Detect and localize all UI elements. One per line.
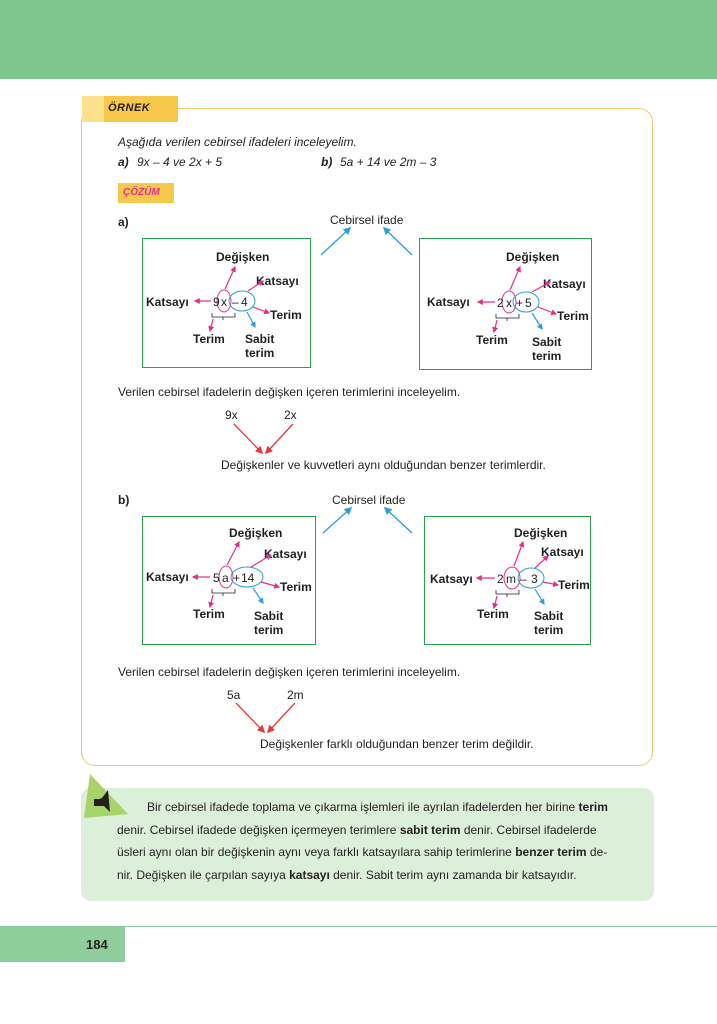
- info-line-3: üsleri aynı olan bir değişkenin aynı vey…: [117, 845, 608, 859]
- expr-variable: x: [221, 295, 227, 309]
- part-b-expressions: 5a + 14 ve 2m – 3: [340, 155, 437, 169]
- solution-b-merge-arrows: [235, 702, 296, 734]
- solution-a-label: a): [118, 215, 129, 229]
- label-variable: Değişken: [514, 526, 567, 540]
- solution-b-center-arrows: [322, 506, 413, 534]
- label-coefficient-left: Katsayı: [430, 572, 473, 586]
- label-term-right: Terim: [557, 309, 589, 323]
- page-number: 184: [86, 937, 108, 952]
- example-tag: ÖRNEK: [82, 96, 178, 122]
- expr-constant: 4: [241, 295, 248, 309]
- diagram-a-right-art: Değişken Katsayı Katsayı Terim Terim Sab…: [427, 250, 589, 363]
- solution-a-center-arrows: [320, 226, 413, 256]
- diagram-b-left-art: Değişken Katsayı Katsayı Terim Terim Sab…: [146, 526, 312, 637]
- solution-tag-label: ÇÖZÜM: [123, 187, 160, 198]
- expr-operator: +: [233, 571, 240, 585]
- example-tag-label: ÖRNEK: [108, 102, 151, 114]
- megaphone-icon: [84, 774, 128, 818]
- label-coefficient-left: Katsayı: [146, 570, 189, 584]
- example-tag-rule: [186, 108, 636, 109]
- label-term-bottom: Terim: [477, 607, 509, 621]
- diagram-b-left: Değişken Katsayı Katsayı Terim Terim Sab…: [142, 516, 316, 645]
- solution-a-inspect-text: Verilen cebirsel ifadelerin değişken içe…: [118, 385, 461, 399]
- diagram-a-left-art: Değişken Katsayı Katsayı Terim Terim Sab…: [146, 250, 302, 360]
- expr-constant: 3: [531, 572, 538, 586]
- expr-coefficient: 5: [213, 571, 220, 585]
- diagram-a-left: Değişken Katsayı Katsayı Terim Terim Sab…: [142, 238, 311, 368]
- expr-operator: +: [516, 296, 523, 310]
- label-variable: Değişken: [506, 250, 559, 264]
- footer-rule: [125, 926, 717, 927]
- label-term-bottom: Terim: [193, 607, 225, 621]
- label-variable: Değişken: [216, 250, 269, 264]
- solution-b-term-2: 2m: [287, 688, 304, 702]
- solution-b-center-title: Cebirsel ifade: [332, 493, 406, 507]
- solution-tag: ÇÖZÜM: [118, 183, 174, 203]
- solution-b-term-1: 5a: [227, 688, 241, 702]
- label-coefficient-left: Katsayı: [146, 295, 189, 309]
- footer-bar: [0, 926, 125, 962]
- label-term-bottom: Terim: [476, 333, 508, 347]
- info-line-1: Bir cebirsel ifadede toplama ve çıkarma …: [147, 800, 608, 814]
- part-a-expressions: 9x – 4 ve 2x + 5: [137, 155, 223, 169]
- solution-b-inspect-text: Verilen cebirsel ifadelerin değişken içe…: [118, 665, 461, 679]
- diagram-b-right-art: Değişken Katsayı Katsayı Terim Terim Sab…: [430, 526, 590, 637]
- label-coefficient-right: Katsayı: [543, 277, 586, 291]
- solution-b-label: b): [118, 493, 130, 507]
- expr-variable: m: [506, 572, 516, 586]
- diagram-a-right: Değişken Katsayı Katsayı Terim Terim Sab…: [419, 238, 592, 370]
- label-coefficient-left: Katsayı: [427, 295, 470, 309]
- solution-a-term-2: 2x: [284, 408, 297, 422]
- solution-a-conclusion: Değişkenler ve kuvvetleri aynı olduğunda…: [221, 458, 546, 472]
- part-a-label: a): [118, 155, 129, 169]
- label-term-bottom: Terim: [193, 332, 225, 346]
- diagram-b-right: Değişken Katsayı Katsayı Terim Terim Sab…: [424, 516, 591, 645]
- header-band: [0, 0, 717, 79]
- label-coefficient-right: Katsayı: [541, 545, 584, 559]
- label-term-right: Terim: [280, 580, 312, 594]
- label-coefficient-right: Katsayı: [264, 547, 307, 561]
- label-term-right: Terim: [558, 578, 590, 592]
- expr-variable: a: [222, 571, 229, 585]
- expr-coefficient: 9: [213, 295, 220, 309]
- expr-coefficient: 2: [497, 296, 504, 310]
- label-variable: Değişken: [229, 526, 282, 540]
- expr-constant: 5: [525, 296, 532, 310]
- expr-constant: 14: [241, 571, 255, 585]
- info-line-2: denir. Cebirsel ifadede değişken içermey…: [117, 823, 597, 837]
- expr-operator: –: [232, 295, 239, 309]
- example-intro: Aşağıda verilen cebirsel ifadeleri incel…: [118, 135, 357, 149]
- expr-coefficient: 2: [497, 572, 504, 586]
- info-line-4: nir. Değişken ile çarpılan sayıya katsay…: [117, 868, 577, 882]
- solution-a-center-title: Cebirsel ifade: [330, 213, 404, 227]
- info-box: Bir cebirsel ifadede toplama ve çıkarma …: [81, 788, 654, 901]
- label-term-right: Terim: [270, 308, 302, 322]
- solution-a-term-1: 9x: [225, 408, 238, 422]
- label-coefficient-right: Katsayı: [256, 274, 299, 288]
- part-b-label: b): [321, 155, 333, 169]
- expr-variable: x: [506, 296, 512, 310]
- solution-a-merge-arrows: [233, 423, 294, 455]
- expr-operator: –: [520, 572, 527, 586]
- solution-b-conclusion: Değişkenler farklı olduğundan benzer ter…: [260, 737, 534, 751]
